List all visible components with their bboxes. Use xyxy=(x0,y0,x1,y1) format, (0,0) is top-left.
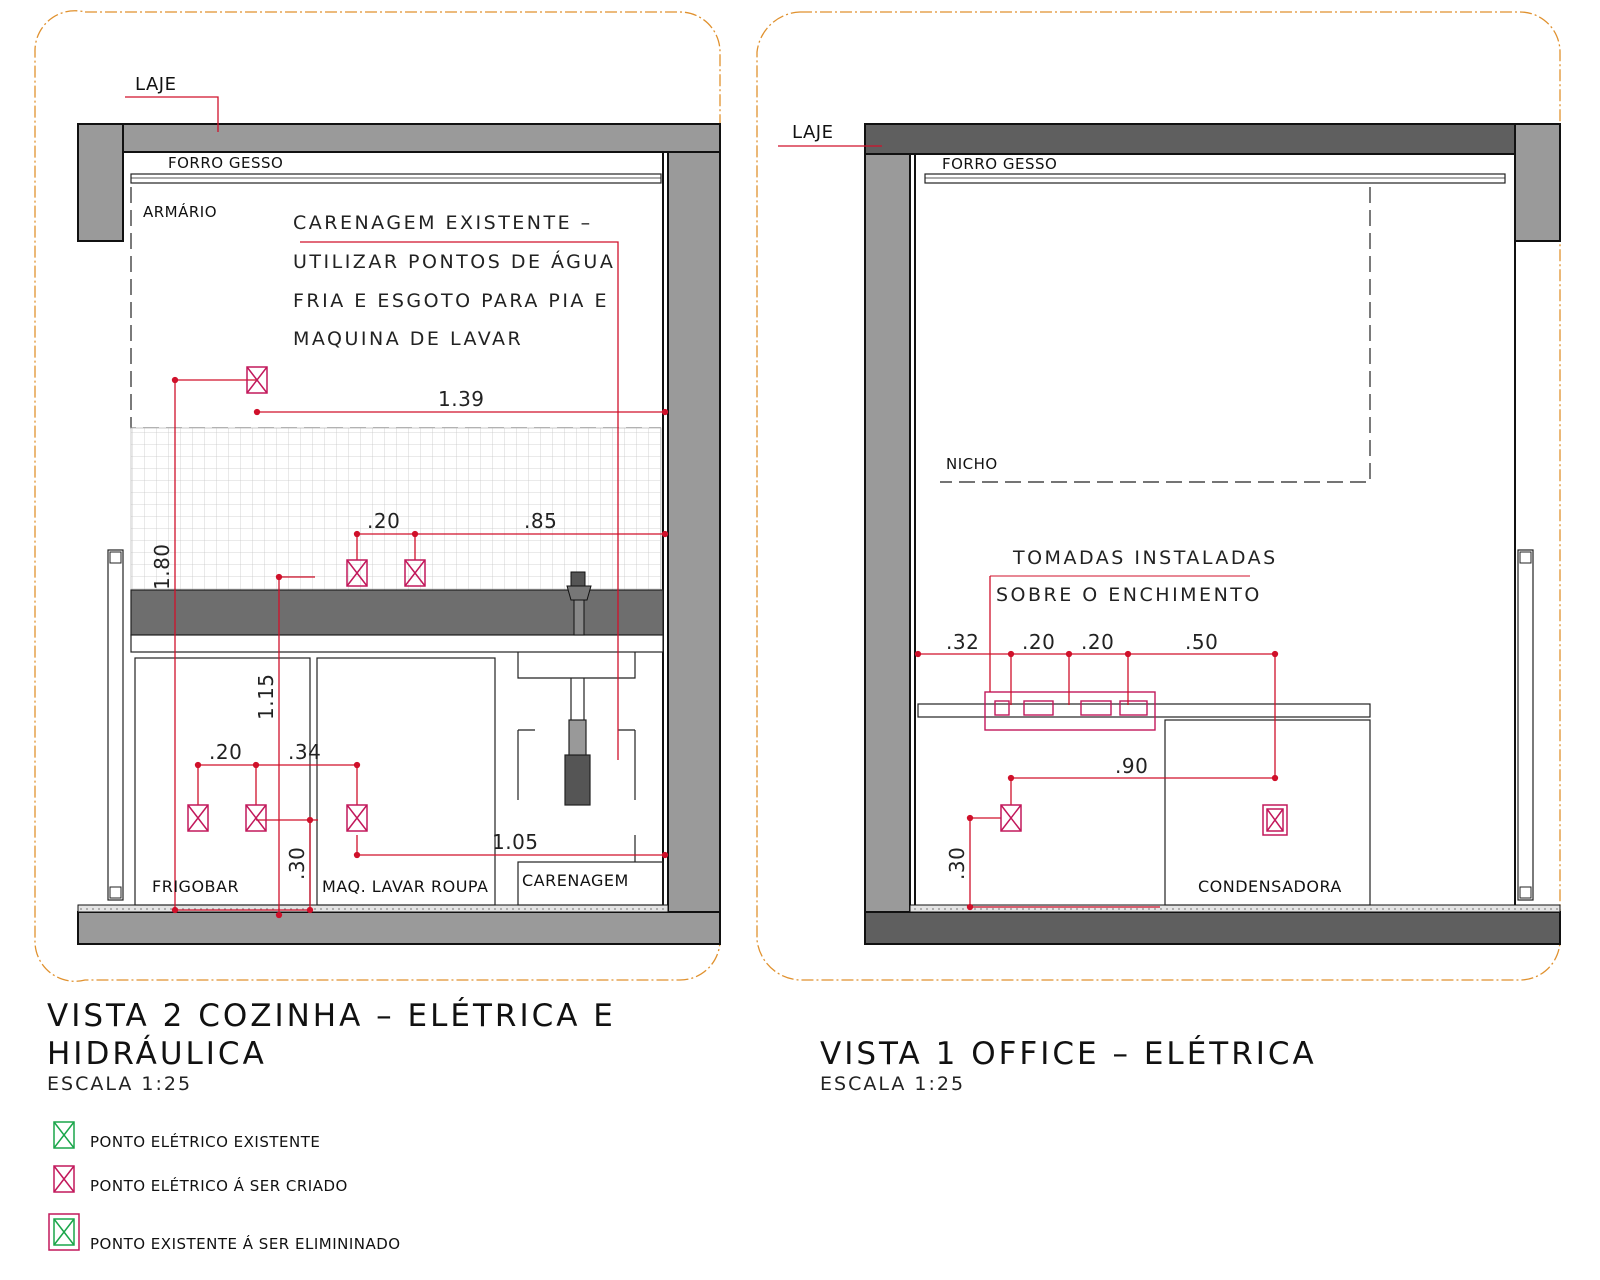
washer-label: MAQ. LAVAR ROUPA xyxy=(322,877,489,896)
ceiling-label-right: FORRO GESSO xyxy=(942,155,1057,173)
door-frame-right-bottom-block xyxy=(1519,886,1532,899)
dim-0-20-low: .20 xyxy=(209,740,242,764)
floor-slab-right xyxy=(864,911,1561,945)
dim-0-30-left: .30 xyxy=(285,847,309,880)
point-low-2 xyxy=(245,804,267,832)
left-wall-right-view xyxy=(864,153,911,913)
sink-drain xyxy=(517,652,636,862)
housing-box xyxy=(517,861,664,906)
ceiling-label-left: FORRO GESSO xyxy=(168,154,283,172)
note-line-2: UTILIZAR PONTOS DE ÁGUA xyxy=(293,250,615,273)
legend-remove-label: PONTO EXISTENTE Á SER ELIMININADO xyxy=(90,1234,401,1253)
view-2-frame xyxy=(34,10,721,982)
washer-box xyxy=(316,657,496,906)
legend-create-icon xyxy=(53,1165,75,1193)
point-low-1 xyxy=(187,804,209,832)
dim-1-05: 1.05 xyxy=(492,830,539,854)
left-wall-upper xyxy=(77,123,124,242)
dim-1-39: 1.39 xyxy=(438,387,485,411)
dim-r-0-50: .50 xyxy=(1185,630,1218,654)
dim-r-0-90: .90 xyxy=(1115,754,1148,778)
floor-finish-right xyxy=(909,904,1561,913)
legend: PONTO ELÉTRICO EXISTENTE PONTO ELÉTRICO … xyxy=(48,1121,401,1253)
door-frame-right xyxy=(1517,549,1534,901)
dim-0-34: .34 xyxy=(288,740,321,764)
note-line-4: MAQUINA DE LAVAR xyxy=(293,328,523,350)
tomadas-note-2: SOBRE O ENCHIMENTO xyxy=(996,584,1262,606)
right-wall-upper xyxy=(1514,123,1561,242)
slab-label-right: LAJE xyxy=(792,122,833,143)
point-upper-cabinet xyxy=(246,366,268,394)
view-1-points xyxy=(1000,804,1288,836)
minibar-label: FRIGOBAR xyxy=(152,877,239,896)
niche-label: NICHO xyxy=(946,455,998,473)
floor-slab xyxy=(77,911,721,945)
tile-backsplash xyxy=(130,427,662,591)
note-line-1: CARENAGEM EXISTENTE – xyxy=(293,212,593,234)
ceiling-gypsum-right xyxy=(924,173,1506,184)
view-2-dimensions xyxy=(125,96,669,919)
faucet xyxy=(566,571,592,636)
view-1-title: VISTA 1 OFFICE – ELÉTRICA xyxy=(820,1036,1317,1072)
condenser-label: CONDENSADORA xyxy=(1198,877,1342,896)
dim-1-15: 1.15 xyxy=(254,673,278,720)
point-right-1 xyxy=(1000,804,1022,832)
dim-r-0-20a: .20 xyxy=(1022,630,1055,654)
legend-existing-label: PONTO ELÉTRICO EXISTENTE xyxy=(90,1132,320,1151)
ledge-outlets xyxy=(984,691,1156,731)
dim-r-0-32: .32 xyxy=(946,630,979,654)
slab xyxy=(77,123,721,153)
housing-label: CARENAGEM xyxy=(522,871,629,890)
cabinet-label: ARMÁRIO xyxy=(143,202,217,221)
door-frame-top-block xyxy=(109,551,122,564)
slab-label-left: LAJE xyxy=(135,74,176,95)
dim-r-0-20b: .20 xyxy=(1081,630,1114,654)
countertop-edge xyxy=(130,634,664,653)
dim-0-20-top: .20 xyxy=(367,509,400,533)
niche-outline xyxy=(940,187,1371,483)
note-line-3: FRIA E ESGOTO PARA PIA E xyxy=(293,290,609,312)
view-1-dimensions xyxy=(778,145,1279,911)
dim-1-80: 1.80 xyxy=(150,543,174,590)
view-2-title-line-1: VISTA 2 COZINHA – ELÉTRICA E xyxy=(47,998,616,1034)
legend-create-label: PONTO ELÉTRICO Á SER CRIADO xyxy=(90,1176,348,1195)
point-low-3 xyxy=(346,804,368,832)
tomadas-note-1: TOMADAS INSTALADAS xyxy=(1012,547,1278,569)
view-2-title-line-2: HIDRÁULICA xyxy=(47,1036,267,1072)
view-1-frame xyxy=(756,11,1561,981)
legend-existing-icon xyxy=(53,1121,75,1149)
condenser-box xyxy=(1164,719,1371,906)
ledge xyxy=(917,703,1371,718)
view-2-scale: ESCALA 1:25 xyxy=(47,1073,192,1095)
ceiling-gypsum xyxy=(130,173,662,184)
floor-finish xyxy=(77,904,669,913)
point-right-2 xyxy=(1262,804,1288,836)
point-counter-2 xyxy=(404,559,426,587)
door-frame-right-top-block xyxy=(1519,551,1532,564)
legend-remove-icon xyxy=(48,1213,80,1251)
view-2-points xyxy=(187,366,426,832)
minibar-box xyxy=(134,657,311,906)
dim-r-0-30: .30 xyxy=(945,847,969,880)
right-wall xyxy=(667,151,721,913)
view-1-structure xyxy=(864,123,1561,945)
view-2-structure xyxy=(77,123,721,945)
door-frame-bottom-block xyxy=(109,886,122,899)
point-counter-1 xyxy=(346,559,368,587)
view-1-scale: ESCALA 1:25 xyxy=(820,1073,965,1095)
door-frame xyxy=(107,549,124,901)
dim-0-85: .85 xyxy=(524,509,557,533)
slab-right xyxy=(864,123,1561,155)
